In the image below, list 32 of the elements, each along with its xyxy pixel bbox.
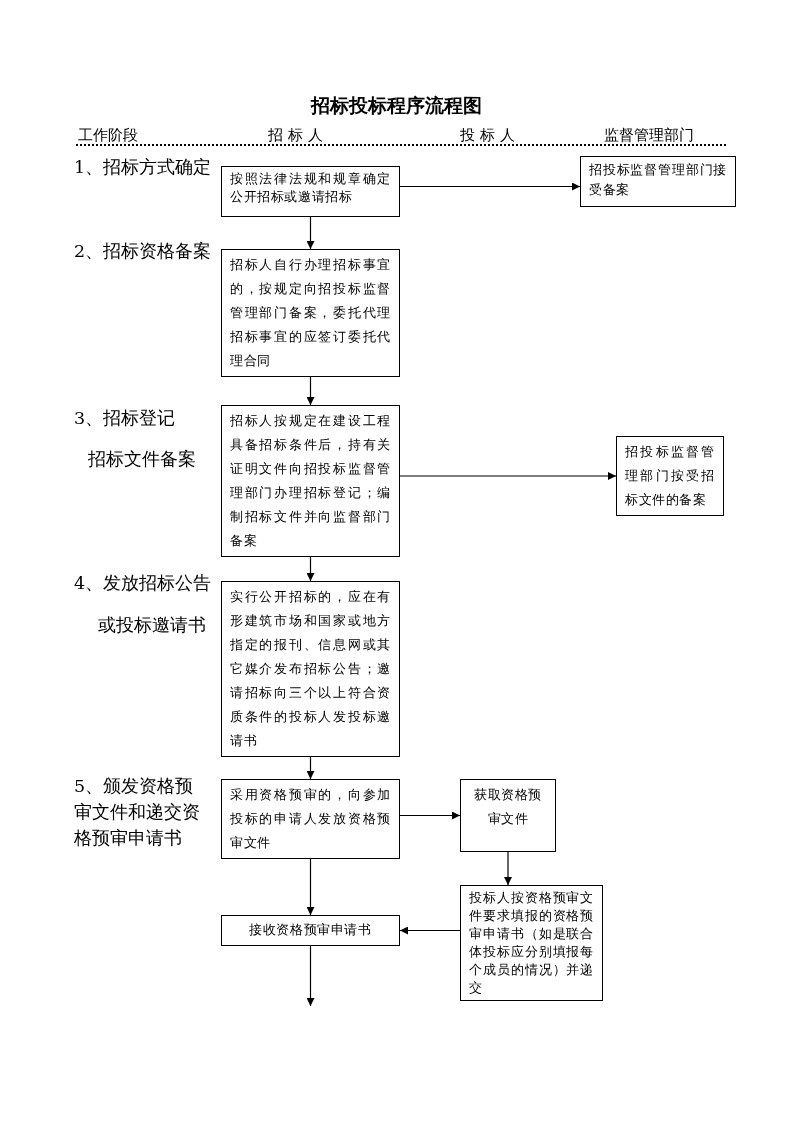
arrow [306,216,315,250]
stage-label: 招标文件备案 [88,448,196,471]
arrow [399,926,461,935]
process-box: 招标人自行办理招标事宜的，按规定向招投标监督管理部门备案，委托代理招标事宜的应签订委托代理合同 [221,249,400,377]
stage-label: 3、招标登记 [74,407,176,430]
process-box: 获取资格预审文件 [460,779,556,852]
arrow [399,811,461,820]
process-box: 实行公开招标的，应在有形建筑市场和国家或地方指定的报刊、信息网或其它媒介发布招标公告；邀请招标向三个以上符合资质条件的投标人发投标邀请书 [221,581,400,757]
process-box: 投标人按资格预审文件要求填报的资格预审申请书（如是联合体投标应分别填报每个成员的情况）并递交 [460,885,603,1001]
arrow [306,945,315,1007]
stage-label: 5、颁发资格预审文件和递交资格预审申请书 [74,775,201,850]
arrow [306,858,315,916]
arrow [399,472,617,480]
process-box: 招投标监督管理部门按受招标文件的备案 [616,436,724,516]
column-heading: 工作阶段 [78,126,138,145]
process-box: 按照法律法规和规章确定公开招标或邀请招标 [221,166,400,217]
stage-label: 2、招标资格备案 [74,240,212,263]
title: 招标投标程序流程图 [311,93,482,118]
arrow [306,376,315,406]
stage-label: 1、招标方式确定 [74,156,212,179]
stage-label: 4、发放招标公告 [74,572,212,595]
process-box: 接收资格预审申请书 [221,915,400,946]
arrow [306,756,315,780]
column-heading: 招 标 人 [268,126,323,145]
process-box: 招标人按规定在建设工程具备招标条件后，持有关证明文件向招投标监督管理部门办理招标登记；编制招标文件并向监督部门备案 [221,405,400,557]
arrow [504,851,512,886]
stage-label: 或投标邀请书 [98,614,206,637]
process-box: 招投标监督管理部门接受备案 [580,156,736,207]
process-box: 采用资格预审的，向参加投标的申请人发放资格预审文件 [221,779,400,859]
column-heading: 投 标 人 [460,126,515,145]
arrow [306,556,315,582]
arrow [399,182,581,191]
